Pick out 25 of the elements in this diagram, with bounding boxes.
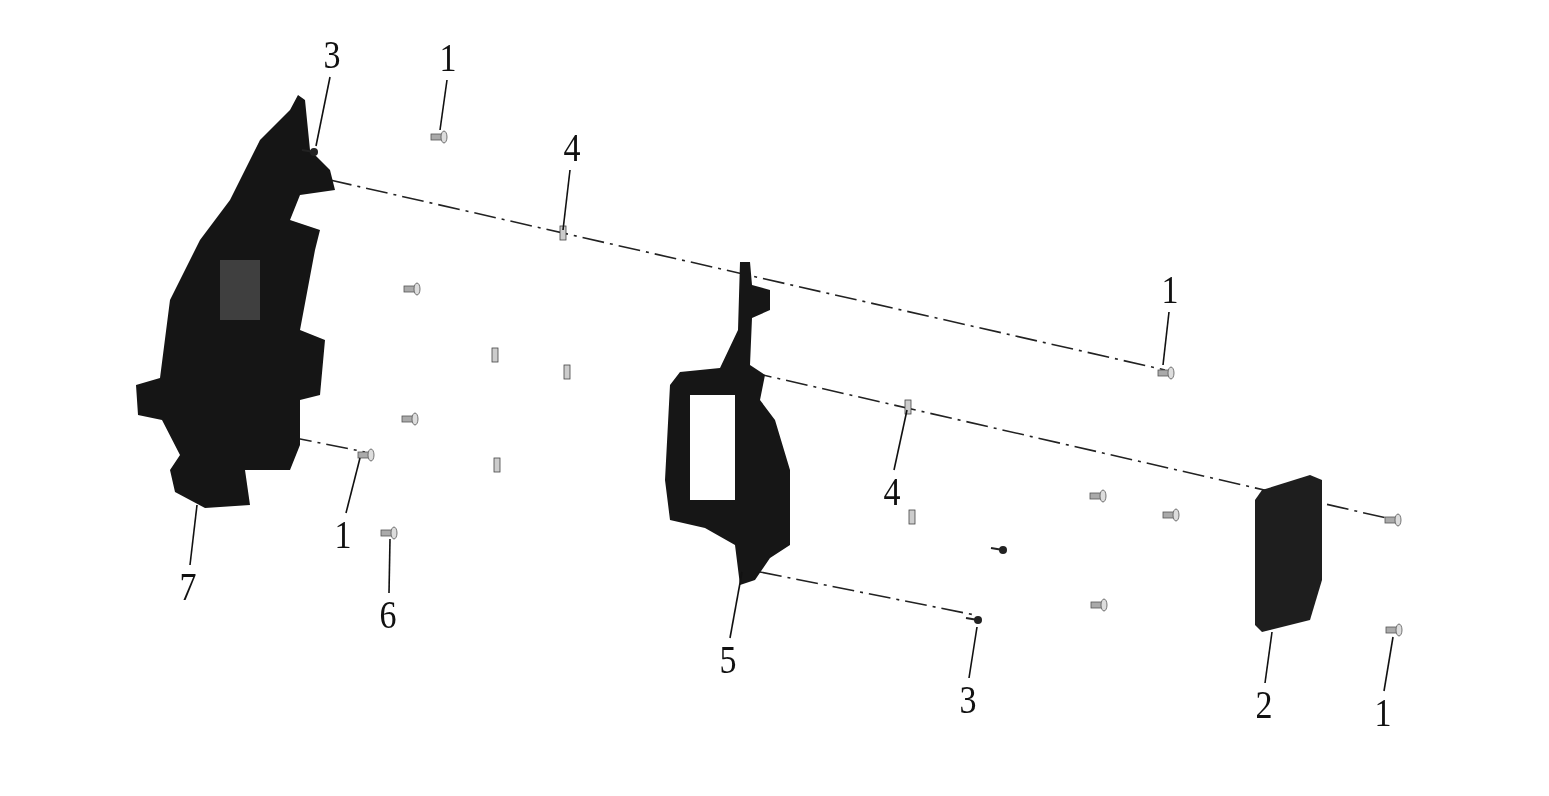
- callout-number: 7: [176, 566, 200, 608]
- leader-line: [1383, 636, 1394, 692]
- callout-number: 1: [436, 37, 460, 79]
- callout-number: 1: [1158, 269, 1182, 311]
- callout-number: 3: [956, 679, 980, 721]
- callout-number: 1: [331, 514, 355, 556]
- leader-line: [345, 457, 361, 514]
- callout-number: 6: [376, 594, 400, 636]
- leader-line: [315, 76, 331, 147]
- callout-number: 4: [880, 471, 904, 513]
- callout-number: 2: [1252, 684, 1276, 726]
- leader-line: [968, 626, 978, 679]
- leader-line: [1264, 631, 1273, 684]
- callout-number: 4: [560, 127, 584, 169]
- screw-drawing: [380, 526, 398, 540]
- leader-line: [439, 79, 448, 131]
- callout-number: 5: [716, 639, 740, 681]
- leader-line: [562, 169, 571, 231]
- leader-line: [388, 538, 391, 594]
- leader-line: [729, 571, 743, 639]
- leader-line: [1162, 311, 1170, 366]
- leader-line: [189, 504, 198, 566]
- callout-number: 3: [320, 34, 344, 76]
- leader-line: [893, 409, 908, 471]
- callout-number: 1: [1371, 692, 1395, 734]
